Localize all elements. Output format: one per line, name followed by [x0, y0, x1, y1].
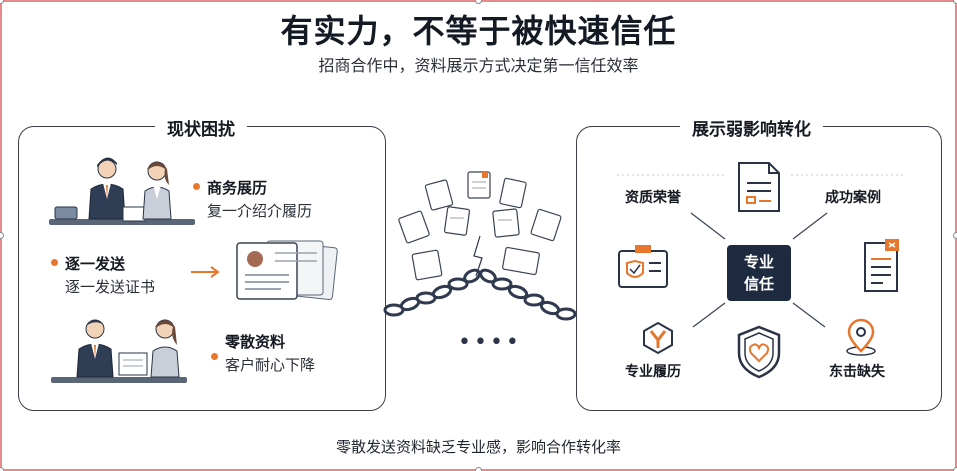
center-line1: 专业 [743, 253, 774, 271]
problem-item-3: 零散资料 客户耐心下降 [211, 331, 316, 375]
resize-handle[interactable] [953, 467, 957, 471]
bullet-dot [211, 353, 218, 360]
broken-chain-illustration [383, 171, 577, 321]
center-line2: 信任 [743, 275, 774, 293]
shield-heart-icon [737, 325, 781, 379]
item-sub: 逐一发送证书 [65, 278, 156, 296]
resize-handle[interactable] [475, 0, 482, 4]
resize-handle[interactable] [953, 0, 957, 4]
item-sub: 复一介绍介履历 [207, 202, 313, 220]
resize-handle[interactable] [0, 232, 4, 239]
problem-item-2: 逐一发送 逐一发送证书 [51, 253, 156, 297]
item-head: 零散资料 [225, 333, 286, 351]
missing-label: 东击缺失 [829, 364, 885, 380]
page-title: 有实力，不等于被快速信任 [280, 12, 677, 50]
current-problems-panel: 现状困扰 商务展历 复一介绍介履历 逐一发送 逐一发送证书 [18, 115, 386, 411]
bullet-dot [193, 183, 200, 190]
resize-handle[interactable] [0, 467, 4, 471]
page-subtitle: 招商合作中，资料展示方式决定第一信任效率 [318, 56, 639, 75]
item-head: 商务展历 [207, 179, 268, 197]
item-sub: 客户耐心下降 [225, 356, 316, 374]
right-arrow-icon [191, 266, 220, 278]
problem-item-1: 商务展历 复一介绍介履历 [193, 177, 313, 221]
resize-handle[interactable] [0, 0, 4, 4]
documents-stack-icon [236, 240, 338, 300]
success-case-label: 成功案例 [825, 190, 881, 206]
client-meeting-illustration [51, 319, 187, 383]
bullet-dot [51, 259, 58, 266]
y-badge-icon [643, 321, 673, 355]
item-head: 逐一发送 [65, 255, 126, 273]
footer-caption: 零散发送资料缺乏专业感，影响合作转化率 [335, 438, 621, 456]
weak-display-panel: 展示弱影响转化 资质荣誉 成功案例 专业 信任 [576, 115, 942, 411]
professional-resume-label: 专业履历 [625, 364, 681, 380]
panel-title: 现状困扰 [155, 115, 247, 140]
business-meeting-illustration [49, 157, 195, 225]
qualification-honor-label: 资质荣誉 [625, 190, 681, 206]
connector-lines [617, 174, 903, 328]
document-form-icon [738, 162, 780, 212]
ellipsis-dots: •••• [458, 330, 522, 355]
panel-title: 展示弱影响转化 [680, 115, 823, 140]
case-document-icon [864, 239, 899, 292]
certificate-icon [618, 245, 668, 288]
resize-handle[interactable] [953, 232, 957, 239]
resize-handle[interactable] [475, 467, 482, 471]
location-pin-icon [846, 318, 876, 356]
professional-trust-box: 专业 信任 [727, 245, 791, 301]
